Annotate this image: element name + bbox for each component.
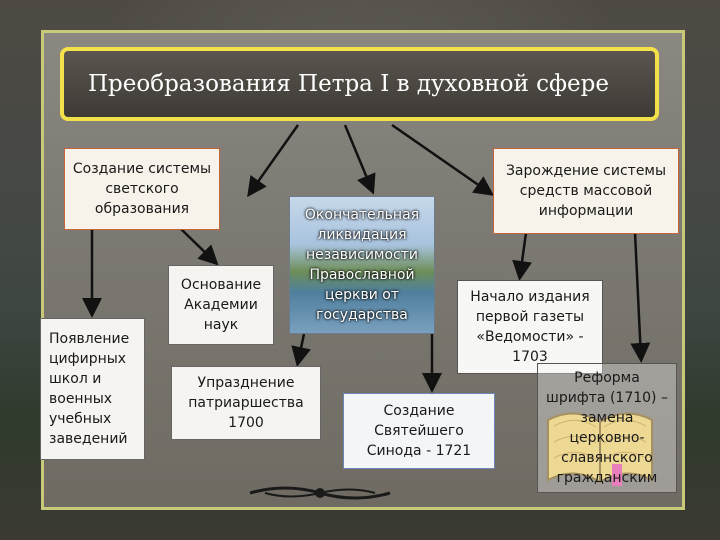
arrow-church-patriarchate <box>291 333 311 367</box>
node-newspaper: Начало издания первой газеты «Ведомости»… <box>457 280 603 374</box>
decorative-ornament-icon <box>249 486 391 500</box>
arrow-media-font <box>630 232 651 363</box>
diagram-title: Преобразования Петра I в духовной сфере <box>88 71 609 97</box>
arrow-title-church <box>343 124 376 195</box>
arrow-title-education <box>247 124 300 198</box>
node-synod: Создание Святейшего Синода - 1721 <box>343 393 495 469</box>
church-lake-image <box>289 196 435 334</box>
node-patriarchate: Упразднение патриаршества 1700 <box>171 366 321 440</box>
open-book-icon <box>547 412 653 486</box>
arrow-education-academy <box>180 228 219 266</box>
diagram-title-box: Преобразования Петра I в духовной сфере <box>60 47 659 121</box>
node-schools: Появление цифирных школ и военных учебны… <box>40 318 145 460</box>
arrow-media-newspaper <box>512 232 532 281</box>
node-media: Зарождение системы средств массовой инфо… <box>493 148 679 234</box>
node-font-reform: Реформа шрифта (1710) – замена церковно-… <box>537 363 677 493</box>
node-church: Окончательная ликвидация независимости П… <box>304 207 420 323</box>
node-education: Создание системы светского образования <box>64 148 220 230</box>
node-academy: Основание Академии наук <box>168 265 274 345</box>
arrow-title-media <box>391 123 495 196</box>
